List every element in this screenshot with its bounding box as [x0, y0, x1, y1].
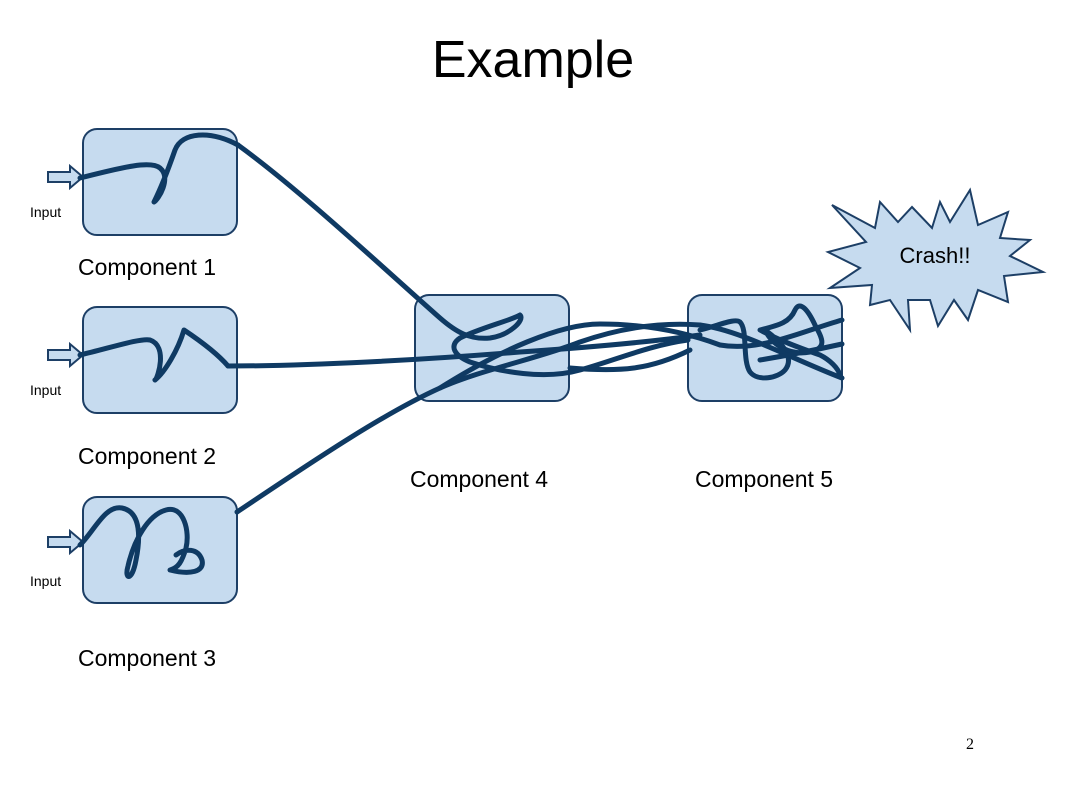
- wire-c4-cross-1: [437, 321, 723, 391]
- component-4-label: Component 4: [410, 466, 548, 492]
- crash-burst-icon: [825, 187, 1047, 334]
- component-1-box: [82, 128, 238, 236]
- input-arrow-3-icon: [47, 528, 85, 556]
- input-label-2: Input: [30, 382, 61, 398]
- component-3-label: Component 3: [78, 645, 216, 671]
- wire-component-5-out-2: [697, 322, 845, 381]
- wire-component-3-loops: [77, 505, 205, 579]
- wire-c4-cross-2: [567, 347, 693, 373]
- input-label-1: Input: [30, 204, 61, 220]
- crash-label: Crash!!: [900, 243, 971, 268]
- slide-title: Example: [431, 31, 635, 89]
- component-1-label: Component 1: [78, 254, 216, 280]
- wire-component-2-squiggle: [77, 327, 231, 383]
- input-label-3: Input: [30, 573, 61, 589]
- wire-component-5-out-1: [717, 317, 845, 349]
- component-2-label: Component 2: [78, 443, 216, 469]
- page-number: 2: [966, 736, 974, 753]
- input-arrow-1-icon: [47, 163, 85, 191]
- input-arrow-2-icon: [47, 341, 85, 369]
- wire-component-1-squiggle: [77, 132, 241, 205]
- wire-component-5-out-3: [757, 341, 845, 363]
- component-3-box: [82, 496, 238, 604]
- wire-c3-to-c4: [234, 321, 703, 515]
- component-5-label: Component 5: [695, 466, 833, 492]
